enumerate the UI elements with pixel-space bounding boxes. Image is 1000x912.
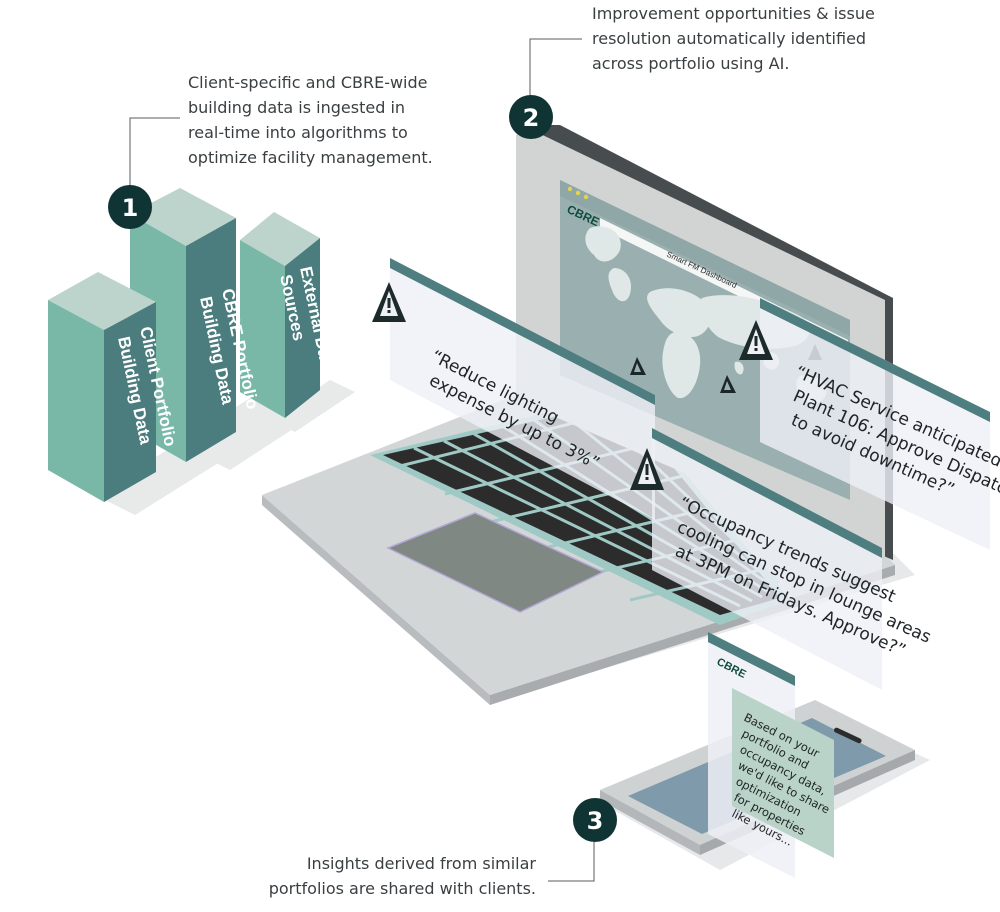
pillar-client-portfolio: Client Portfolio Building Data bbox=[48, 272, 180, 502]
smartphone: CBRE Based on your portfolio and occupan… bbox=[600, 632, 930, 878]
screen-alert-icon bbox=[720, 375, 736, 393]
warning-icon bbox=[739, 320, 773, 360]
leader-lines bbox=[129, 38, 595, 882]
step-1-caption: Client-specific and CBRE-wide building d… bbox=[188, 73, 433, 167]
warning-icon bbox=[372, 282, 406, 322]
step-3-caption: Insights derived from similar portfolios… bbox=[268, 854, 536, 898]
data-pillars: External Data Sources CBRE Portfolio Bui… bbox=[48, 188, 355, 515]
step-badge-1: 1 bbox=[108, 185, 152, 229]
step-badge-2: 2 bbox=[509, 95, 553, 139]
screen-alert-icon bbox=[630, 357, 646, 375]
trackpad bbox=[386, 512, 605, 613]
step-badge-3: 3 bbox=[573, 798, 617, 842]
step-number: 1 bbox=[122, 194, 139, 222]
warning-icon bbox=[630, 448, 664, 490]
step-number: 3 bbox=[587, 807, 604, 835]
step-number: 2 bbox=[523, 104, 540, 132]
step-2-caption: Improvement opportunities & issue resolu… bbox=[592, 4, 875, 73]
